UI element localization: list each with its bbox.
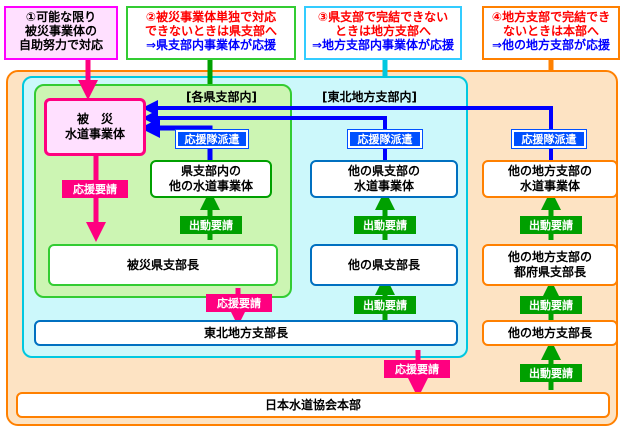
request-tag-1: 応援要請 — [62, 180, 128, 198]
pref-other-utility-line2: 他の水道事業体 — [168, 179, 253, 193]
step1-line2: 被災事業体の — [24, 24, 97, 38]
step3-header: ③県支部で完結できない ときは地方支部へ ⇒地方支部内事業体が応援 — [304, 6, 462, 60]
step1-line3: 自助努力で対応 — [18, 38, 103, 52]
other-region-utility-line1: 他の地方支部の — [507, 164, 592, 178]
dispatch-tag-2: 応援隊派遣 — [347, 129, 423, 149]
other-pref-utility-box: 他の県支部の 水道事業体 — [310, 160, 458, 198]
other-region-chief-box: 他の地方支部長 — [482, 320, 618, 346]
step4-line1: ④地方支部で完結でき — [491, 10, 611, 24]
step2-line3: ⇒県支部内事業体が応援 — [145, 38, 277, 52]
other-region-pref-chief-box: 他の地方支部の 都府県支部長 — [482, 244, 618, 286]
tohoku-chief-box: 東北地方支部長 — [34, 320, 458, 346]
other-region-pref-chief-line2: 都府県支部長 — [513, 265, 586, 279]
dispatch-tag-3: 応援隊派遣 — [511, 129, 587, 149]
pref-other-utility-box: 県支部内の 他の水道事業体 — [150, 160, 272, 198]
step4-line2: ないときは本部へ — [502, 24, 599, 38]
step3-line2: ときは地方支部へ — [334, 24, 431, 38]
pref-other-utility-line1: 県支部内の — [180, 164, 241, 178]
request-tag-3: 応援要請 — [384, 360, 450, 378]
mobilize-tag-2: 出動要請 — [354, 216, 416, 234]
mobilize-tag-4: 出動要請 — [520, 216, 582, 234]
disaster-pref-chief-box: 被災県支部長 — [48, 244, 278, 286]
other-pref-utility-line1: 他の県支部の — [347, 164, 420, 178]
step3-line1: ③県支部で完結できない — [317, 10, 449, 24]
step1-line1: ①可能な限り — [25, 10, 97, 24]
dispatch-tag-1: 応援隊派遣 — [175, 129, 249, 149]
other-region-utility-box: 他の地方支部の 水道事業体 — [482, 160, 618, 198]
hq-box: 日本水道協会本部 — [16, 392, 610, 418]
step2-line1: ②被災事業体単独で対応 — [145, 10, 277, 24]
other-region-pref-chief-line1: 他の地方支部の — [507, 250, 592, 264]
mobilize-tag-3: 出動要請 — [354, 296, 416, 314]
other-region-utility-line2: 水道事業体 — [519, 179, 580, 193]
mobilize-tag-6: 出動要請 — [520, 364, 582, 382]
mobilize-tag-1: 出動要請 — [180, 216, 242, 234]
disaster-utility-line2: 水道事業体 — [64, 127, 125, 141]
other-pref-chief-box: 他の県支部長 — [310, 244, 458, 286]
step3-line3: ⇒地方支部内事業体が応援 — [311, 38, 455, 52]
tohoku-region-label: [東北地方支部内] — [322, 90, 417, 104]
step4-line3: ⇒他の地方支部が応援 — [491, 38, 611, 52]
step1-header: ①可能な限り 被災事業体の 自助努力で対応 — [4, 6, 118, 60]
mobilize-tag-5: 出動要請 — [520, 296, 582, 314]
prefecture-region-label: [各県支部内] — [186, 90, 257, 104]
disaster-utility-box: 被 災 水道事業体 — [44, 98, 146, 156]
request-tag-2: 応援要請 — [206, 294, 272, 312]
other-pref-utility-line2: 水道事業体 — [353, 179, 414, 193]
step2-line2: できないときは県支部へ — [144, 24, 277, 38]
step2-header: ②被災事業体単独で対応 できないときは県支部へ ⇒県支部内事業体が応援 — [126, 6, 296, 60]
disaster-utility-line1: 被 災 — [76, 112, 113, 126]
step4-header: ④地方支部で完結でき ないときは本部へ ⇒他の地方支部が応援 — [482, 6, 620, 60]
